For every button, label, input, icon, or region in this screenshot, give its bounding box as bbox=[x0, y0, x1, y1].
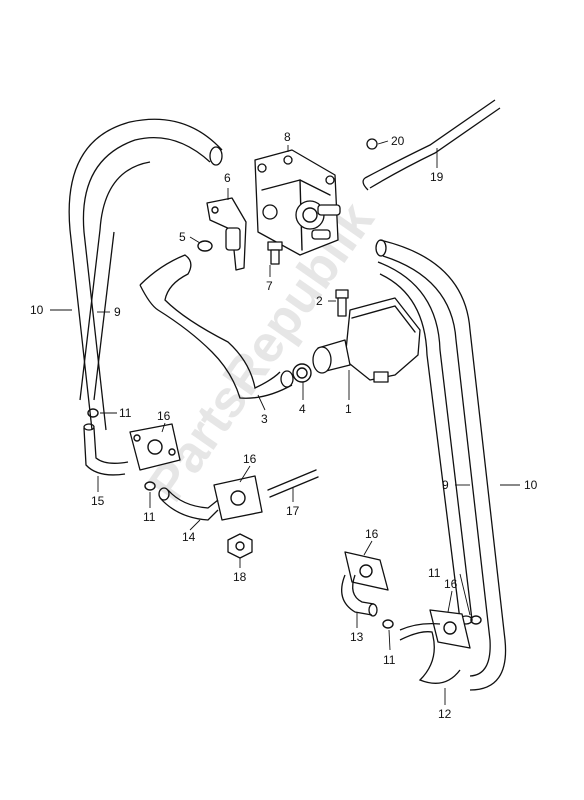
callout-11-mid: 11 bbox=[143, 510, 156, 524]
callout-17: 17 bbox=[286, 504, 300, 518]
hose-3 bbox=[139, 254, 294, 399]
callout-11-left: 11 bbox=[119, 406, 132, 420]
hose-left-outer bbox=[68, 118, 223, 431]
callout-18: 18 bbox=[233, 570, 247, 584]
callout-20: 20 bbox=[391, 134, 405, 148]
callout-9-right: 9 bbox=[442, 478, 449, 492]
callout-2: 2 bbox=[316, 294, 323, 308]
clamp-11a bbox=[87, 408, 99, 418]
hose-right-outer bbox=[375, 239, 507, 691]
clamp-11c bbox=[382, 619, 394, 629]
callout-12: 12 bbox=[438, 707, 452, 721]
bolt-2 bbox=[335, 289, 349, 317]
bolt-7 bbox=[267, 241, 283, 265]
callout-11-right: 11 bbox=[428, 566, 441, 580]
callout-5: 5 bbox=[179, 230, 186, 244]
pipe-14 bbox=[158, 487, 219, 521]
callout-1: 1 bbox=[345, 402, 352, 416]
callout-19: 19 bbox=[430, 170, 444, 184]
nut-18 bbox=[227, 533, 253, 559]
callout-13: 13 bbox=[350, 630, 364, 644]
callout-10-right: 10 bbox=[524, 478, 538, 492]
callout-8: 8 bbox=[284, 130, 291, 144]
flange-16b bbox=[213, 475, 263, 521]
callout-10-left: 10 bbox=[30, 303, 44, 317]
callout-4: 4 bbox=[299, 402, 306, 416]
pipe-12 bbox=[399, 622, 461, 684]
hose-19 bbox=[362, 99, 501, 191]
pipe-13 bbox=[341, 574, 378, 617]
callout-11-lower: 11 bbox=[383, 653, 396, 667]
stud-17 bbox=[267, 469, 319, 498]
bracket bbox=[206, 197, 247, 271]
flange-16d bbox=[429, 609, 471, 649]
flange-16c bbox=[344, 551, 389, 591]
callout-16-c: 16 bbox=[365, 527, 379, 541]
pipe-15 bbox=[83, 423, 129, 476]
leader-lines bbox=[50, 140, 520, 705]
flange-16a bbox=[129, 423, 181, 471]
clamp-4 bbox=[292, 363, 312, 383]
air-case bbox=[312, 297, 421, 383]
clip-20 bbox=[366, 138, 378, 150]
callout-15: 15 bbox=[91, 494, 105, 508]
callout-6: 6 bbox=[224, 171, 231, 185]
callout-9-left: 9 bbox=[114, 305, 121, 319]
clamp-5 bbox=[197, 240, 213, 252]
hose-left-inner bbox=[79, 161, 151, 401]
callout-16-a: 16 bbox=[157, 409, 171, 423]
clamp-11b bbox=[144, 481, 156, 491]
callout-3: 3 bbox=[261, 412, 268, 426]
clamp-11d bbox=[470, 615, 482, 625]
callout-16-b: 16 bbox=[243, 452, 257, 466]
reed-valve bbox=[254, 149, 341, 256]
callout-14: 14 bbox=[182, 530, 196, 544]
callout-16-d: 16 bbox=[444, 577, 458, 591]
callout-7: 7 bbox=[266, 279, 273, 293]
callout-numbers: 1 2 3 4 5 6 7 8 9 9 10 10 11 11 11 11 12… bbox=[30, 130, 538, 721]
